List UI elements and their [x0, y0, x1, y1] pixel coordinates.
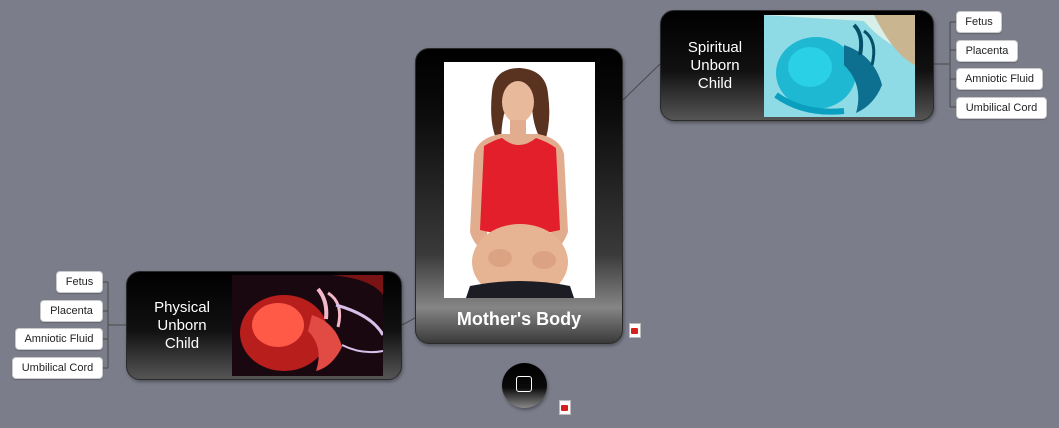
spiritual-leaf-umbilical-cord[interactable]: Umbilical Cord [956, 97, 1047, 119]
physical-leaf-amniotic-fluid[interactable]: Amniotic Fluid [15, 328, 103, 350]
spiritual-leaf-placenta[interactable]: Placenta [956, 40, 1018, 62]
physical-unborn-child-node[interactable]: Physical Unborn Child [126, 271, 402, 380]
physical-leaf-umbilical-cord[interactable]: Umbilical Cord [12, 357, 103, 379]
spiritual-label-line-2: Unborn [690, 57, 740, 74]
spiritual-label-line-1: Spiritual [687, 39, 743, 56]
physical-leaf-fetus[interactable]: Fetus [56, 271, 103, 293]
square-outline-icon [516, 376, 532, 392]
pdf-file-icon[interactable] [629, 323, 641, 338]
connector-central-physical [401, 317, 416, 326]
pdf-file-icon[interactable] [559, 400, 571, 415]
spiritual-leaf-fetus[interactable]: Fetus [956, 11, 1002, 33]
spiritual-node-label: Spiritual Unborn Child [669, 39, 761, 93]
physical-label-line-1: Physical [154, 299, 210, 316]
connector-physical-leaves [103, 281, 126, 369]
connector-spiritual-leaves [934, 21, 956, 108]
central-topic-label: Mother's Body [456, 309, 582, 329]
spiritual-unborn-child-node[interactable]: Spiritual Unborn Child [660, 10, 934, 121]
central-topic-node[interactable]: Mother's Body [415, 48, 623, 344]
spiritual-label-line-3: Child [697, 75, 733, 92]
spiritual-leaf-amniotic-fluid[interactable]: Amniotic Fluid [956, 68, 1043, 90]
fetus-cyan-image [764, 15, 915, 117]
physical-node-label: Physical Unborn Child [135, 299, 229, 353]
floating-topic-node[interactable] [502, 363, 547, 408]
connector-central-spiritual [622, 63, 661, 101]
pregnant-woman-photo [444, 62, 595, 298]
fetus-red-image [232, 275, 383, 376]
physical-label-line-3: Child [164, 335, 200, 352]
physical-label-line-2: Unborn [157, 317, 207, 334]
physical-leaf-placenta[interactable]: Placenta [40, 300, 103, 322]
